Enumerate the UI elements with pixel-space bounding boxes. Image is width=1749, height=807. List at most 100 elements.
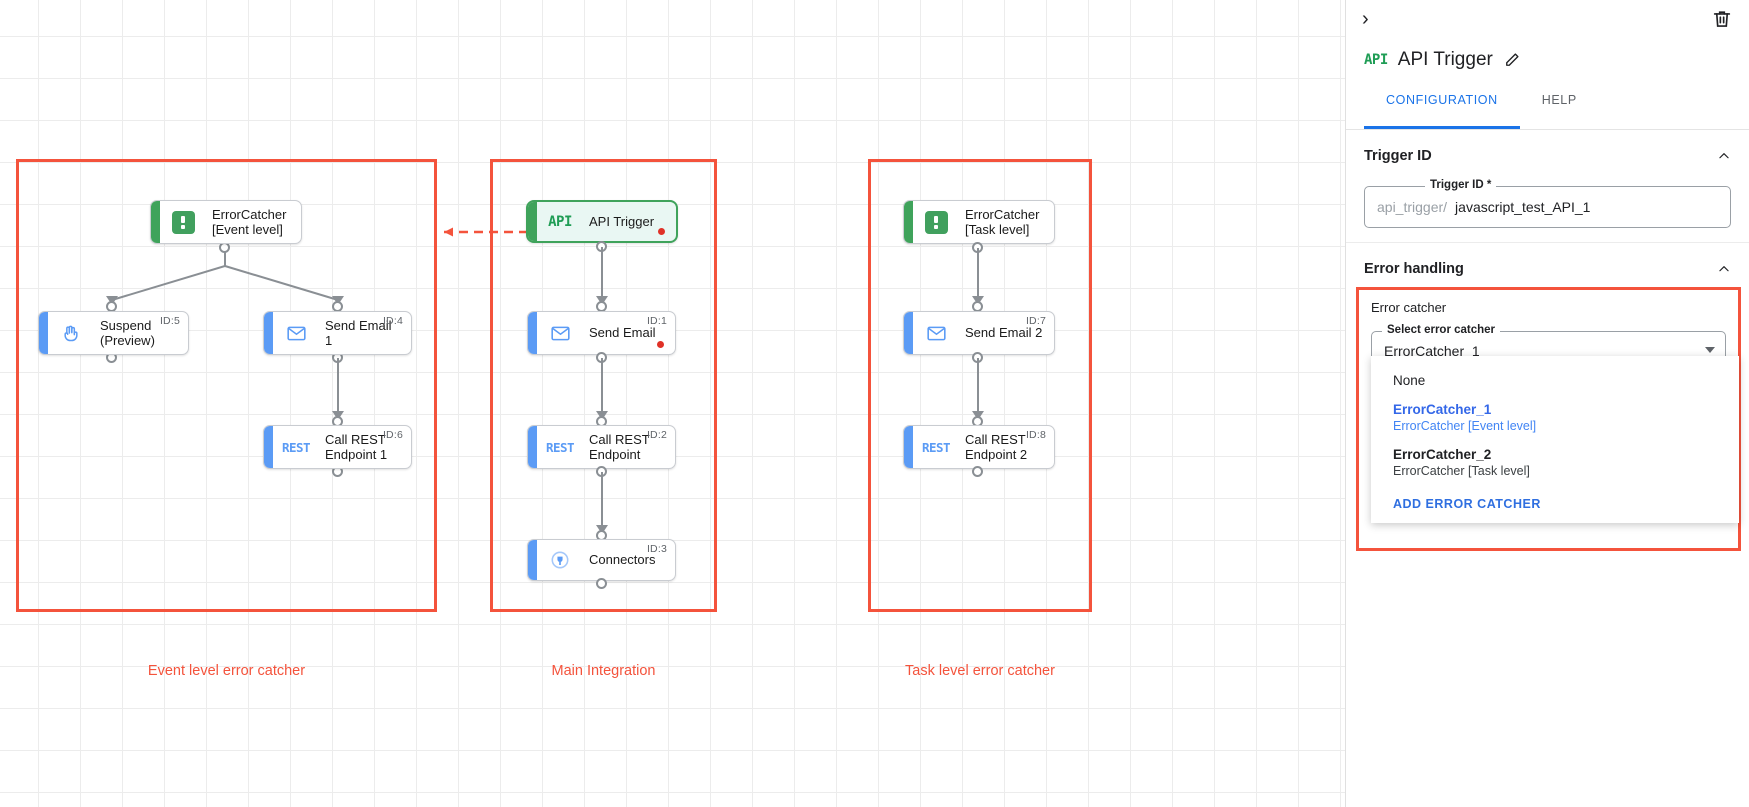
dropdown-option-errorcatcher-1[interactable]: ErrorCatcher_1 ErrorCatcher [Event level… [1371,395,1739,440]
section-trigger-id: Trigger ID Trigger ID * api_trigger/ jav… [1346,130,1749,243]
node-error-catcher-event[interactable]: ErrorCatcher [Event level] [150,200,302,244]
section-title: Trigger ID [1364,148,1432,164]
node-accent-stripe [264,312,273,354]
arrow-to-connectors [596,525,608,534]
node-accent-stripe [264,426,273,468]
trigger-id-prefix: api_trigger/ [1377,199,1448,215]
arrow-to-call-rest-2 [972,411,984,420]
edge-group-event-level [111,248,339,301]
node-accent-stripe [904,312,913,354]
dropdown-option-errorcatcher-2[interactable]: ErrorCatcher_2 ErrorCatcher [Task level] [1371,440,1739,485]
edge-error-catcher-task-to-send-email-2 [977,248,979,305]
node-accent-stripe [528,202,537,241]
envelope-icon [279,323,313,344]
option-secondary-label: ErrorCatcher [Event level] [1393,419,1537,433]
tab-help[interactable]: HELP [1541,93,1577,107]
option-primary-label: ErrorCatcher_1 [1393,402,1492,417]
workflow-canvas[interactable]: Event level error catcher Main Integrati… [0,0,1345,807]
rest-icon: REST [545,439,575,455]
edge-api-trigger-to-send-email [601,247,603,305]
node-accent-stripe [528,426,537,468]
node-call-rest-1[interactable]: REST Call REST Endpoint 1 ID:6 [263,425,412,469]
chevron-down-icon[interactable] [1705,347,1715,353]
trigger-id-legend: Trigger ID * [1425,179,1497,191]
add-error-catcher-button[interactable]: ADD ERROR CATCHER [1393,497,1541,511]
api-icon: API [1364,52,1388,68]
node-accent-stripe [151,201,160,243]
status-dot-error [658,228,665,235]
group-label-task-level: Task level error catcher [905,663,1055,679]
node-suspend[interactable]: Suspend (Preview) ID:5 [38,311,189,355]
hand-icon [54,323,88,343]
error-catcher-link-arrow [444,227,528,237]
option-primary-label: ErrorCatcher_2 [1393,447,1492,462]
select-error-catcher-legend: Select error catcher [1382,324,1501,336]
node-send-email-2[interactable]: Send Email 2 ID:7 [903,311,1055,355]
node-accent-stripe [528,312,537,354]
chevron-up-icon[interactable] [1717,149,1731,163]
error-catcher-icon [166,210,200,234]
node-label: ErrorCatcher [Task level] [965,206,1040,237]
connectors-icon [543,549,577,571]
node-label: Send Email [589,325,656,341]
section-error-handling: Error handling [1346,243,1749,291]
node-id-label: ID:1 [646,315,667,327]
node-label: Call REST Endpoint 2 [965,431,1028,462]
panel-topbar: › [1346,0,1749,40]
group-label-event-level: Event level error catcher [147,663,306,679]
rest-icon: REST [281,439,311,455]
select-error-catcher-value: ErrorCatcher_1 [1384,343,1480,359]
envelope-icon [543,323,577,344]
group-label-main-integration: Main Integration [551,663,656,679]
chevron-right-icon[interactable]: › [1362,8,1369,30]
edge-send-email-1-to-rest-1 [337,358,339,416]
node-send-email-1[interactable]: Send Email 1 ID:4 [263,311,412,355]
node-label: Send Email 2 [965,325,1043,341]
arrow-to-suspend [106,296,118,305]
option-primary-label: None [1393,373,1426,388]
node-label: Suspend (Preview) [100,317,155,348]
node-label: Call REST Endpoint 1 [325,431,388,462]
error-catcher-dropdown[interactable]: None ErrorCatcher_1 ErrorCatcher [Event … [1371,356,1739,523]
node-id-label: ID:6 [382,429,403,441]
node-accent-stripe [528,540,537,580]
chevron-up-icon[interactable] [1717,262,1731,276]
node-label: Connectors [589,552,656,568]
port-connectors-out[interactable] [596,578,607,589]
node-call-rest[interactable]: REST Call REST Endpoint ID:2 [527,425,676,469]
tab-configuration[interactable]: CONFIGURATION [1364,90,1520,129]
node-send-email[interactable]: Send Email ID:1 [527,311,676,355]
group-box-event-level[interactable] [16,159,437,612]
api-icon: API [548,213,572,230]
group-box-task-level[interactable] [868,159,1092,612]
trash-icon[interactable] [1711,8,1733,30]
section-header-error-handling[interactable]: Error handling [1364,261,1731,277]
node-id-label: ID:2 [646,429,667,441]
node-connectors[interactable]: Connectors ID:3 [527,539,676,581]
arrow-to-call-rest-1 [332,411,344,420]
node-call-rest-2[interactable]: REST Call REST Endpoint 2 ID:8 [903,425,1055,469]
group-box-main-integration[interactable] [490,159,717,612]
section-header-trigger-id[interactable]: Trigger ID [1364,148,1731,164]
trigger-id-field[interactable]: Trigger ID * api_trigger/ javascript_tes… [1364,179,1731,228]
node-accent-stripe [39,312,48,354]
section-title: Error handling [1364,261,1464,277]
trigger-id-input[interactable]: javascript_test_API_1 [1455,199,1591,215]
arrow-to-send-email [596,296,608,305]
error-catcher-highlight-block: Error catcher Select error catcher Error… [1356,287,1741,551]
node-api-trigger[interactable]: API API Trigger [526,200,678,243]
port-call-rest-2-out[interactable] [972,466,983,477]
panel-title-row: API API Trigger [1346,40,1749,76]
pencil-icon[interactable] [1503,51,1521,69]
page-title: API Trigger [1397,49,1493,70]
error-catcher-label: Error catcher [1371,300,1447,315]
edge-send-email-to-call-rest [601,358,603,416]
node-error-catcher-task[interactable]: ErrorCatcher [Task level] [903,200,1055,244]
node-id-label: ID:8 [1025,429,1046,441]
dropdown-option-none[interactable]: None [1371,366,1739,395]
node-label: API Trigger [589,213,655,229]
node-id-label: ID:4 [382,315,403,327]
node-label: ErrorCatcher [Event level] [212,206,287,237]
node-accent-stripe [904,201,913,243]
